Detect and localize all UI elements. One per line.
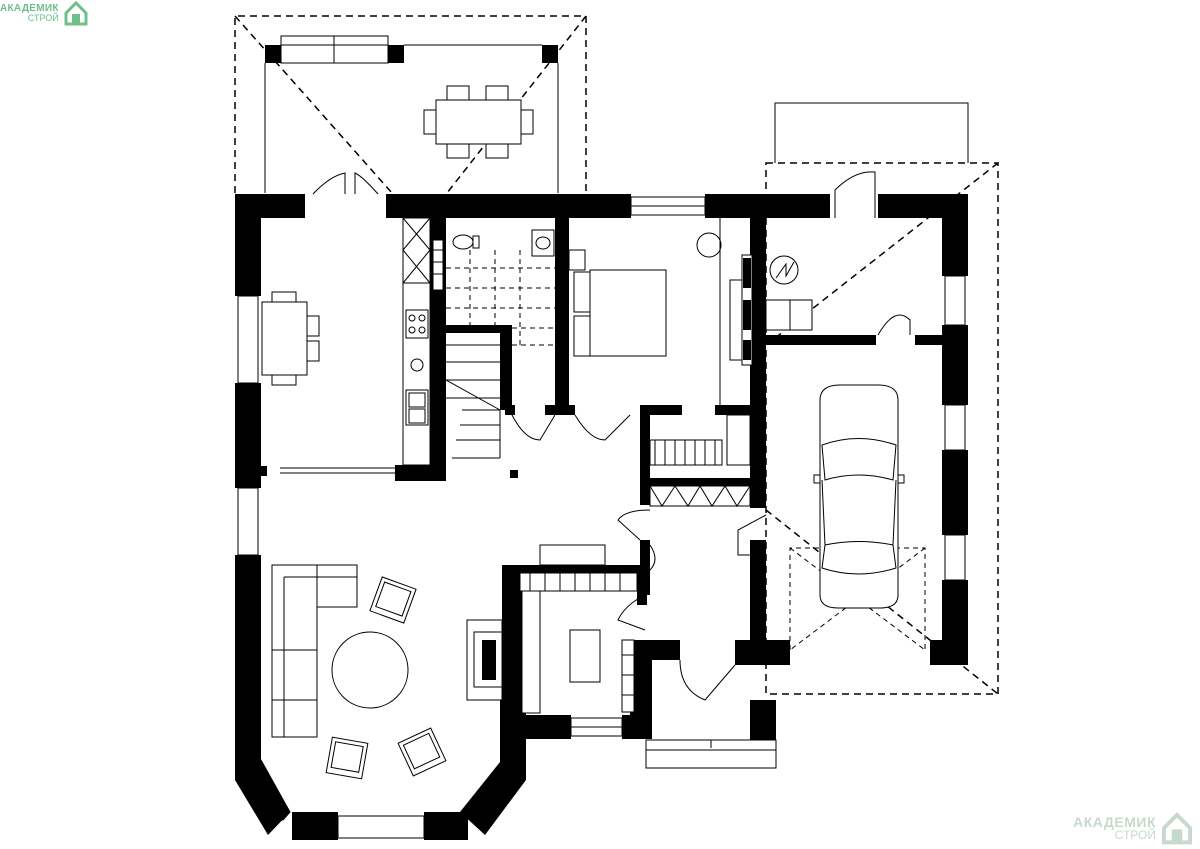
- walls: [235, 194, 968, 840]
- logo-line1: АКАДЕМИК: [1073, 814, 1156, 830]
- fireplace: [466, 619, 503, 701]
- watermark-logo-top: АКАДЕМИК СТРОЙ: [0, 0, 89, 26]
- house-logo-icon: [1161, 812, 1193, 845]
- car-icon: [813, 384, 905, 609]
- watermark-logo-bottom: АКАДЕМИК СТРОЙ: [1073, 811, 1194, 845]
- toilet-icon: [452, 234, 474, 250]
- bed-icon: [589, 269, 667, 357]
- terrace-dining-table: [423, 85, 534, 159]
- boiler-icon: [769, 255, 799, 285]
- logo-line1: АКАДЕМИК: [0, 2, 59, 14]
- staircase: [432, 229, 555, 478]
- boiler-room: [765, 255, 813, 331]
- hall-wardrobes: [519, 414, 751, 714]
- washbasin-icon: [531, 229, 555, 257]
- round-table-icon: [331, 631, 409, 709]
- bedroom: [568, 218, 753, 405]
- sink-icon: [410, 358, 424, 372]
- house-logo-icon: [64, 0, 88, 26]
- kitchen: [402, 217, 431, 466]
- stove-icon: [405, 309, 429, 339]
- logo-line2: СТРОЙ: [27, 12, 59, 23]
- logo-line2: СТРОЙ: [1114, 828, 1156, 842]
- terrace: [234, 15, 587, 195]
- doors: [511, 171, 911, 701]
- dining-table: [261, 291, 395, 476]
- living-room-furniture: [271, 564, 447, 780]
